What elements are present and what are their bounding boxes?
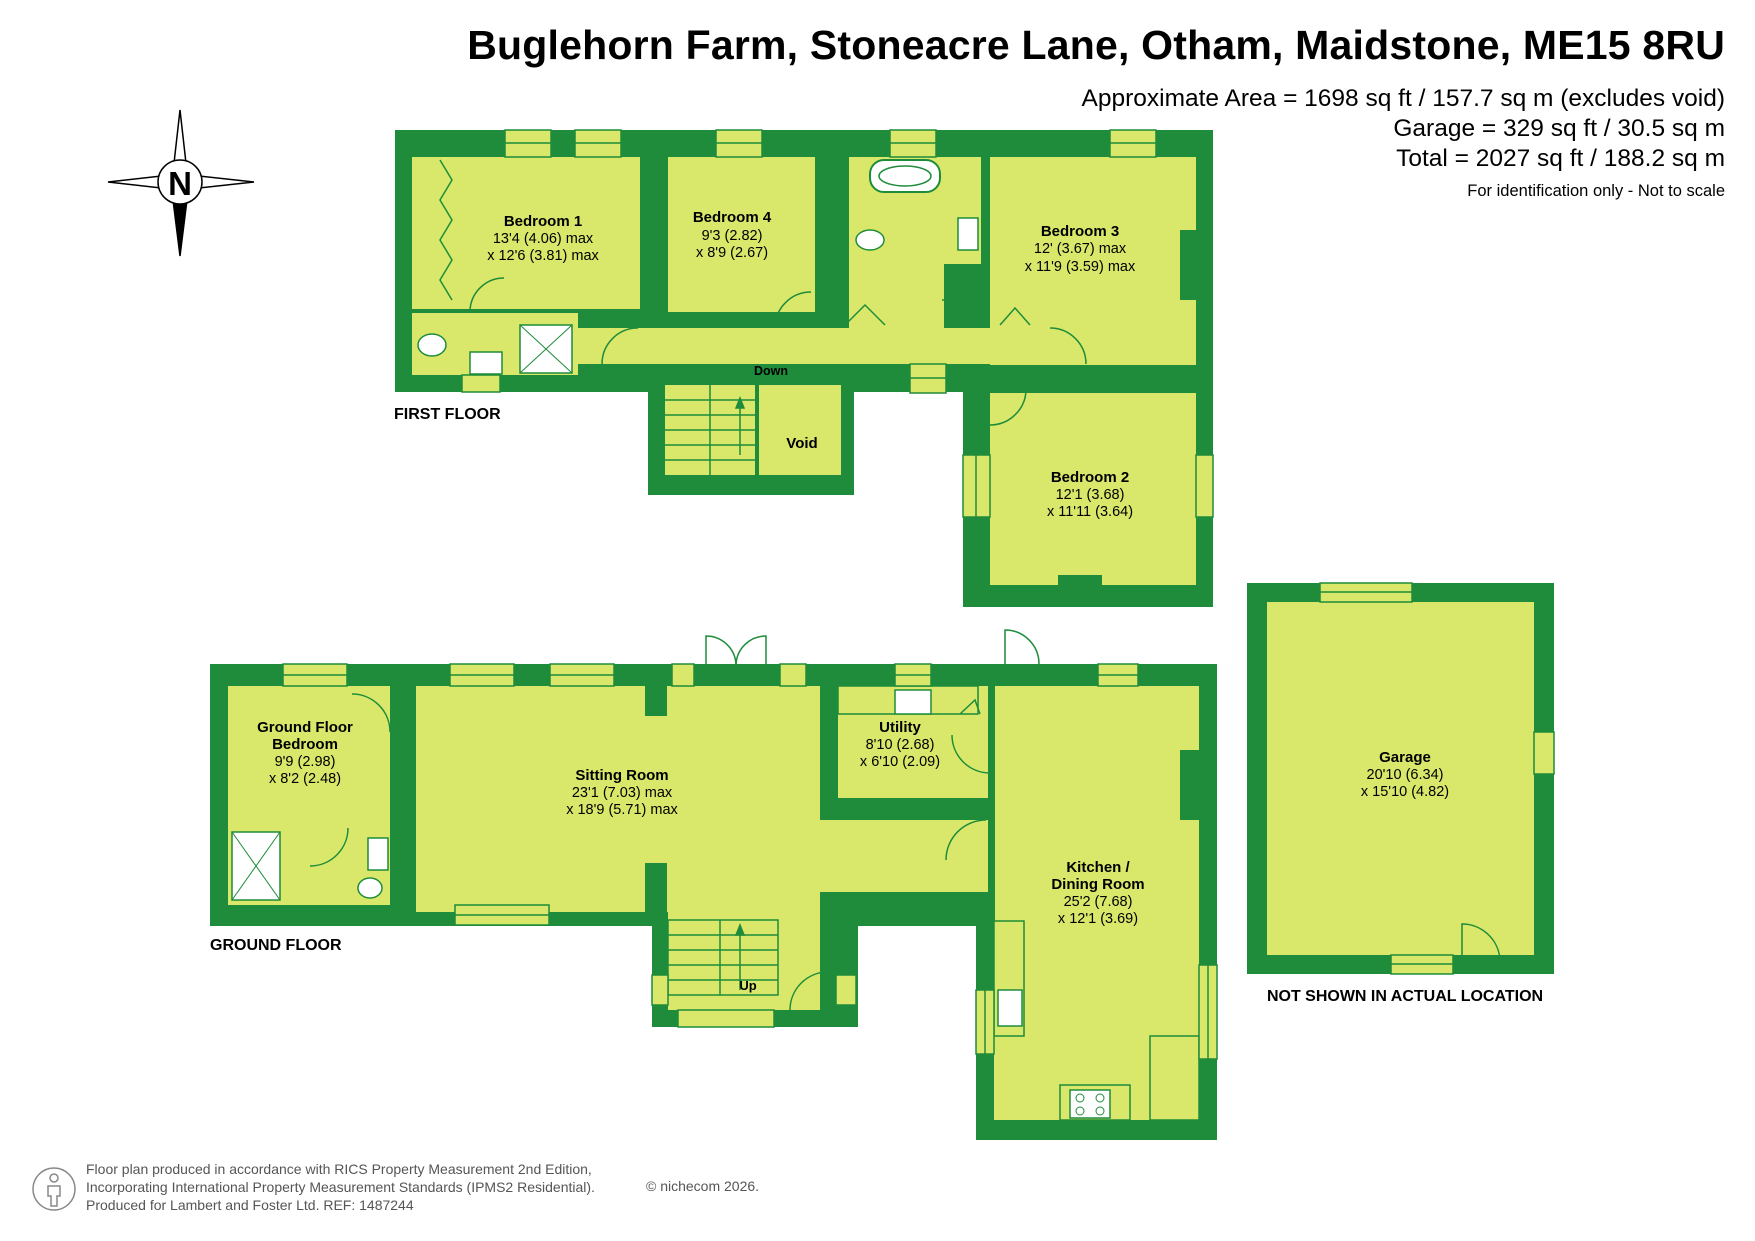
garage-area: Garage = 329 sq ft / 30.5 sq m — [1393, 115, 1725, 142]
first-floor-windows — [461, 129, 1214, 518]
sitting-room-dim-1: 23'1 (7.03) max — [572, 785, 673, 801]
bedroom-2-dim-1: 12'1 (3.68) — [1056, 487, 1125, 503]
ensuite-toilet-icon — [417, 333, 447, 357]
footer-line-1: Floor plan produced in accordance with R… — [86, 1161, 592, 1177]
landing-floor — [578, 328, 1058, 364]
bathroom-corridor-floor — [849, 264, 944, 328]
gf-toilet-icon — [357, 877, 383, 899]
ground-floor-bedroom-floor — [228, 686, 390, 826]
hob-icon — [1069, 1089, 1111, 1119]
bedroom-1-dim-1: 13'4 (4.06) max — [493, 231, 594, 247]
first-floor-plan: Bedroom 1 13'4 (4.06) max x 12'6 (3.81) … — [395, 129, 1214, 607]
garage-dim-2: x 15'10 (4.82) — [1361, 784, 1449, 800]
ground-floor-plan: Ground Floor Bedroom 9'9 (2.98) x 8'2 (2… — [210, 629, 1218, 1140]
bedroom-3-dim-1: 12' (3.67) max — [1034, 241, 1127, 257]
gf-sink-icon — [367, 837, 389, 871]
garage-dim-1: 20'10 (6.34) — [1367, 767, 1444, 783]
utility-sink-icon — [894, 689, 932, 715]
gf-bedroom-dim-1: 9'9 (2.98) — [275, 754, 336, 770]
approximate-area: Approximate Area = 1698 sq ft / 157.7 sq… — [1081, 85, 1725, 112]
identification-note: For identification only - Not to scale — [1467, 182, 1725, 200]
kitchen-name-2: Dining Room — [1051, 876, 1144, 893]
gf-bedroom-name-1: Ground Floor — [257, 719, 353, 736]
void-label: Void — [786, 435, 817, 452]
garage-name: Garage — [1379, 749, 1431, 766]
ground-floor-doors — [309, 629, 1040, 1011]
garage-plan: Garage 20'10 (6.34) x 15'10 (4.82) — [1247, 582, 1555, 975]
bedroom-1-name: Bedroom 1 — [504, 213, 582, 230]
bedroom-2-floor — [990, 393, 1196, 585]
hall-floor — [668, 912, 820, 1010]
utility-dim-1: 8'10 (2.68) — [866, 737, 935, 753]
copyright: © nichecom 2026. — [646, 1178, 760, 1194]
bath-icon — [869, 159, 941, 193]
bedroom-2-name: Bedroom 2 — [1051, 469, 1129, 486]
gf-bedroom-name-2: Bedroom — [272, 736, 338, 753]
footer-line-2: Incorporating International Property Mea… — [86, 1179, 595, 1195]
gf-bedroom-dim-2: x 8'2 (2.48) — [269, 771, 341, 787]
bedroom-4-name: Bedroom 4 — [693, 209, 772, 226]
stairs-icon — [665, 385, 757, 475]
ensuite-sink-icon — [469, 351, 503, 375]
kitchen-dim-1: 25'2 (7.68) — [1064, 894, 1133, 910]
kitchen-dim-2: x 12'1 (3.69) — [1058, 911, 1138, 927]
bedroom-4-dim-2: x 8'9 (2.67) — [696, 245, 768, 261]
garage-location-note: NOT SHOWN IN ACTUAL LOCATION — [1267, 988, 1543, 1005]
footer-line-3: Produced for Lambert and Foster Ltd. REF… — [86, 1197, 414, 1213]
ground-floor-label: GROUND FLOOR — [210, 937, 342, 954]
kitchen-sink-icon — [997, 989, 1023, 1027]
utility-name: Utility — [879, 719, 921, 736]
sitting-room-floor — [416, 686, 820, 912]
stairs-up-label: Up — [739, 978, 756, 993]
kitchen-name-1: Kitchen / — [1066, 859, 1130, 876]
first-floor-doors — [469, 277, 1087, 426]
stairs-down-label: Down — [754, 364, 788, 378]
bedroom-4-dim-1: 9'3 (2.82) — [702, 228, 763, 244]
bedroom-3-dim-2: x 11'9 (3.59) max — [1025, 259, 1136, 275]
sitting-room-dim-2: x 18'9 (5.71) max — [566, 802, 678, 818]
bedroom-1-dim-2: x 12'6 (3.81) max — [487, 248, 599, 264]
bedroom-4-floor — [668, 157, 815, 312]
first-floor-label: FIRST FLOOR — [394, 406, 501, 423]
ground-stairs-icon — [667, 919, 779, 996]
ground-floor-windows — [282, 663, 1218, 1060]
rear-hall-floor — [820, 820, 988, 892]
bathroom-sink-icon — [957, 217, 979, 251]
footer-disclaimer: Floor plan produced in accordance with R… — [86, 1160, 595, 1214]
wardrobe-icon — [439, 159, 453, 301]
sitting-room-name: Sitting Room — [575, 767, 668, 784]
compass-north-label: N — [168, 165, 192, 202]
person-icon — [32, 1167, 76, 1211]
compass-rose-icon: N — [107, 109, 255, 257]
bedroom-2-dim-2: x 11'11 (3.64) — [1047, 504, 1133, 520]
bathroom-toilet-icon — [855, 229, 885, 251]
utility-dim-2: x 6'10 (2.09) — [860, 754, 940, 770]
kitchen-dining-floor — [995, 686, 1199, 921]
plan-title: Buglehorn Farm, Stoneacre Lane, Otham, M… — [467, 22, 1725, 68]
total-area: Total = 2027 sq ft / 188.2 sq m — [1396, 145, 1725, 172]
bedroom-3-name: Bedroom 3 — [1041, 223, 1119, 240]
